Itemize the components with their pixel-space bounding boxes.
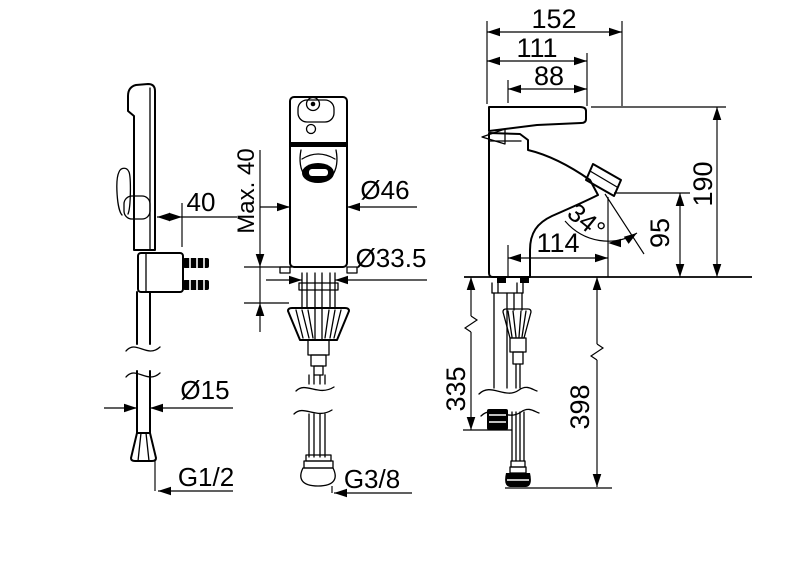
threaded-shank xyxy=(298,272,339,309)
dim-outlet-height: 95 xyxy=(645,218,675,248)
dim-max-deck-thickness: Max. 40 xyxy=(233,148,260,233)
hose-nut xyxy=(487,409,508,430)
dim-supply-length-a: 335 xyxy=(441,366,471,411)
dim-lever-length: 88 xyxy=(534,61,564,91)
dim-hose-thread: G1/2 xyxy=(178,462,234,492)
shower-hose xyxy=(125,291,161,462)
dim-supply-length-b: 398 xyxy=(565,384,595,429)
lever-front xyxy=(297,99,335,123)
supply-hoses-side xyxy=(478,282,540,487)
hand-shower-view xyxy=(116,83,209,462)
dim-body-length: 111 xyxy=(516,33,557,63)
dim-bracket-depth: 40 xyxy=(187,187,216,217)
dim-hose-diameter: Ø15 xyxy=(180,375,229,405)
mounting-clamp xyxy=(287,307,350,341)
wand-holder-clamp xyxy=(123,195,151,220)
dim-total-height: 190 xyxy=(688,161,718,206)
wall-bracket xyxy=(137,252,184,293)
hanger-hook xyxy=(116,167,132,216)
dim-body-diameter: Ø46 xyxy=(360,175,409,205)
faucet-side-view xyxy=(478,106,622,487)
dim-supply-thread: G3/8 xyxy=(344,464,400,494)
bracket-studs xyxy=(183,258,209,290)
shower-wand xyxy=(127,83,156,251)
faucet-front-body xyxy=(289,96,348,268)
hose-cone-fitting xyxy=(130,432,157,462)
dim-overall-length: 152 xyxy=(531,4,576,34)
dimension-lines xyxy=(104,21,726,494)
supply-pipe-front xyxy=(293,339,336,487)
spout-outlet-cap xyxy=(585,163,622,197)
faucet-front-view xyxy=(279,96,358,487)
dimension-labels: 152 111 88 190 95 34° 114 335 398 40 Max… xyxy=(178,4,718,494)
dim-outlet-reach: 114 xyxy=(536,228,579,258)
lever-side xyxy=(488,106,587,132)
dim-shank-diameter: Ø33.5 xyxy=(356,243,427,273)
